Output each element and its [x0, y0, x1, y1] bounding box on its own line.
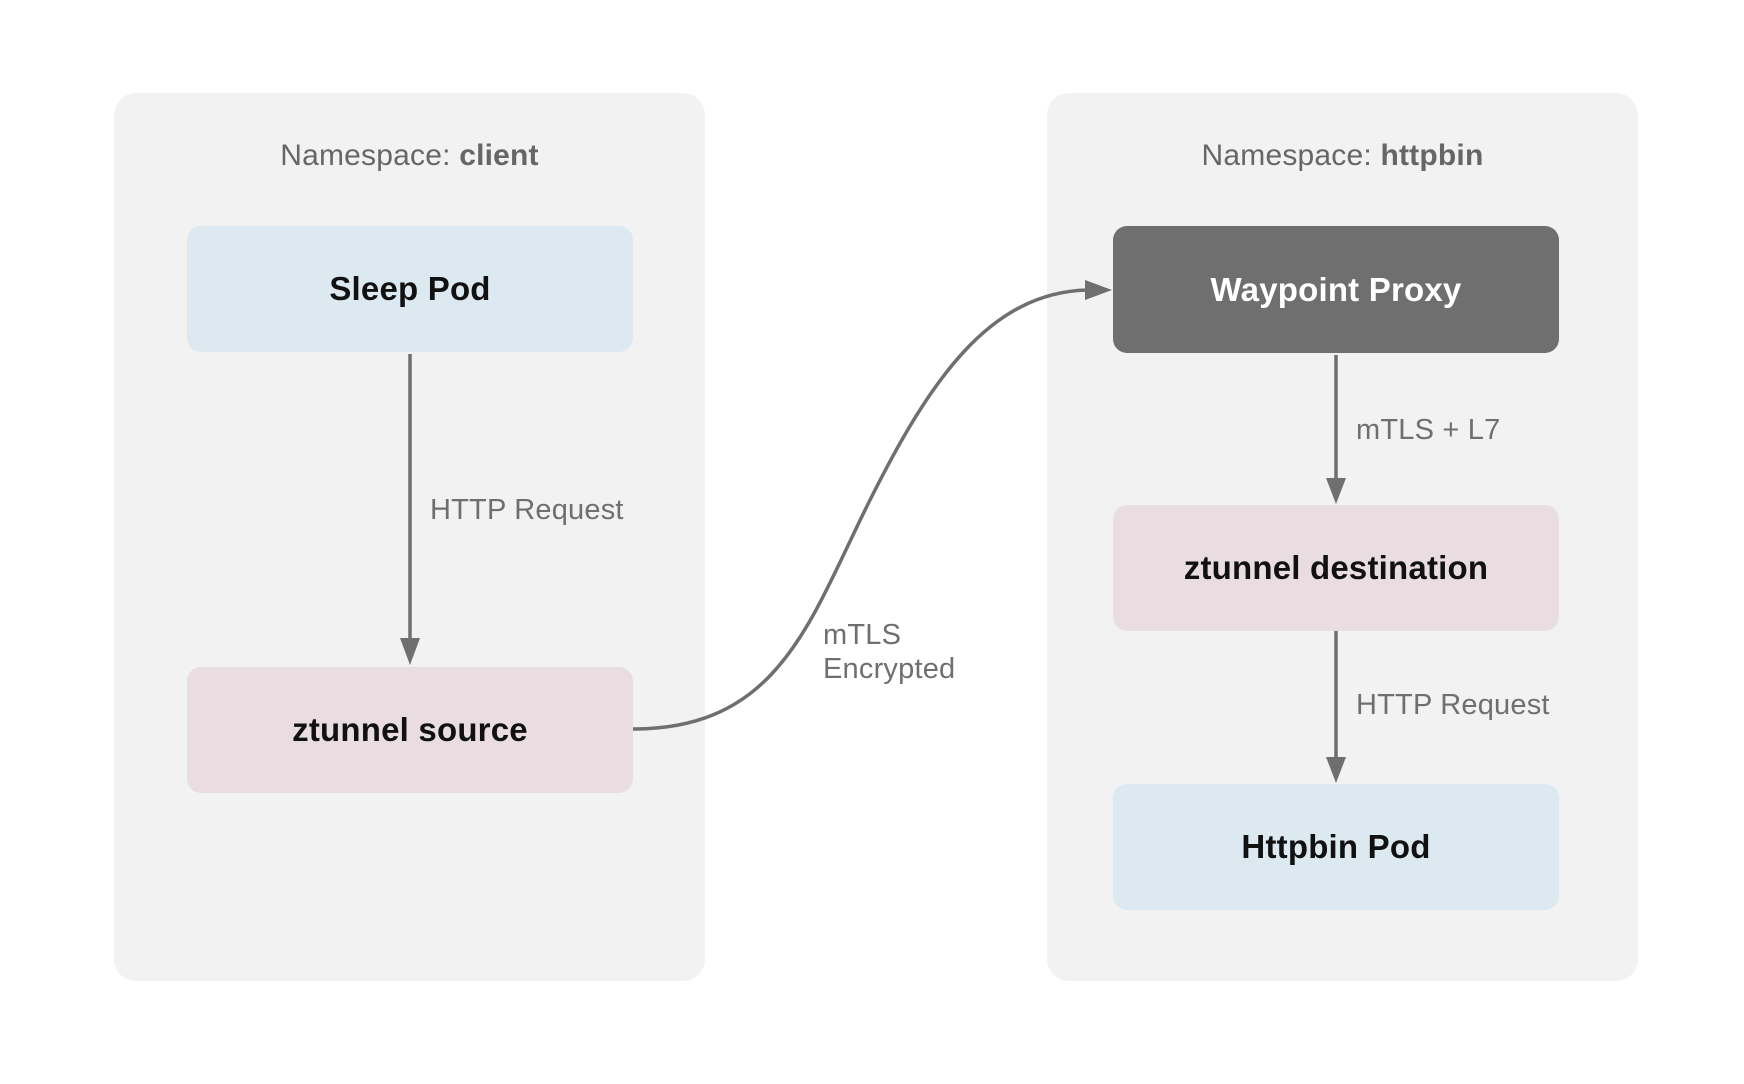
- httpbin-pod-node: Httpbin Pod: [1113, 784, 1559, 910]
- edge-label-http-request-httpbin-text: HTTP Request: [1356, 689, 1550, 721]
- ztunnel-source-node: ztunnel source: [187, 667, 633, 793]
- edge-label-http-request-httpbin: HTTP Request: [1356, 688, 1550, 722]
- ztunnel-destination-node: ztunnel destination: [1113, 505, 1559, 631]
- waypoint-proxy-node: Waypoint Proxy: [1113, 226, 1559, 353]
- edge-label-http-request-client-text: HTTP Request: [430, 494, 624, 526]
- edge-label-mtls-l7-text: mTLS + L7: [1356, 414, 1501, 446]
- httpbin-pod-label: Httpbin Pod: [1241, 828, 1431, 865]
- namespace-client-title: Namespace: client: [114, 139, 705, 173]
- namespace-httpbin-title: Namespace: httpbin: [1047, 139, 1638, 173]
- edge-label-mtls-encrypted: mTLS Encrypted: [823, 618, 955, 686]
- waypoint-proxy-label: Waypoint Proxy: [1210, 270, 1462, 308]
- namespace-client-prefix: Namespace:: [280, 139, 460, 172]
- ztunnel-source-label: ztunnel source: [292, 711, 528, 748]
- edge-label-mtls-l7: mTLS + L7: [1356, 413, 1500, 447]
- namespace-client-name: client: [459, 139, 539, 172]
- edge-label-http-request-client: HTTP Request: [430, 493, 624, 527]
- namespace-httpbin-prefix: Namespace:: [1201, 139, 1381, 172]
- namespace-httpbin-name: httpbin: [1380, 139, 1484, 172]
- sleep-pod-label: Sleep Pod: [329, 270, 491, 307]
- edge-label-encrypted-line: Encrypted: [823, 653, 956, 685]
- sleep-pod-node: Sleep Pod: [187, 226, 633, 352]
- edge-label-mtls-line: mTLS: [823, 619, 902, 651]
- ztunnel-destination-label: ztunnel destination: [1183, 549, 1489, 586]
